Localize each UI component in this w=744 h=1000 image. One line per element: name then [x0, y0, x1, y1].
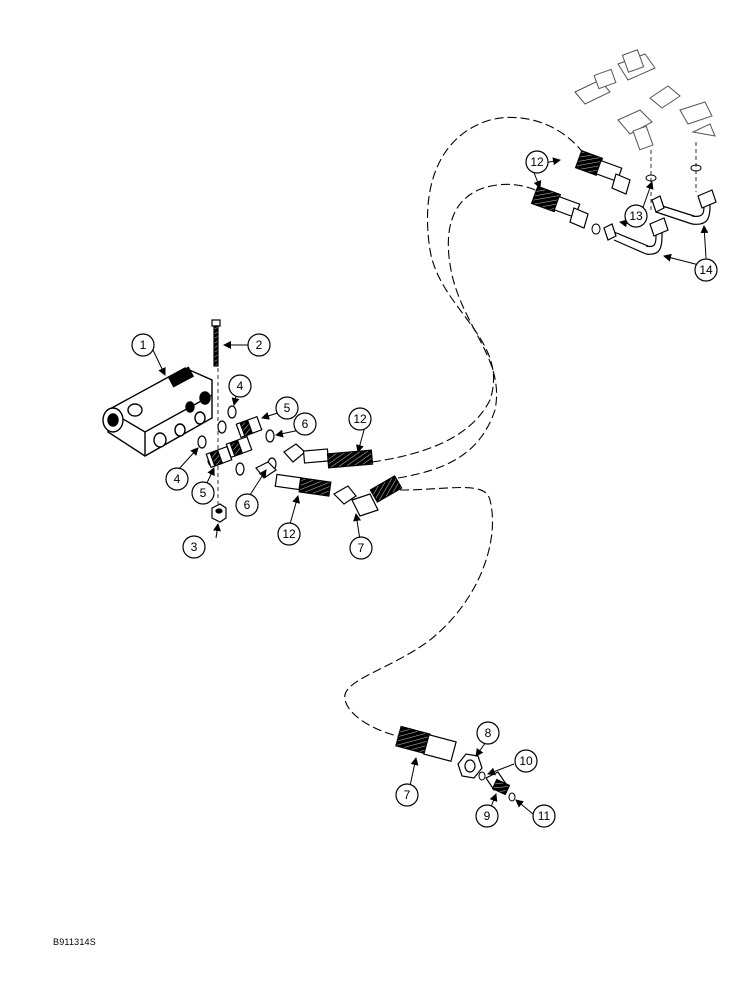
callout-label-12-top: 12: [530, 155, 544, 169]
callout-label-10: 10: [519, 754, 533, 768]
hose-end-top-lower: [530, 185, 589, 229]
callout-label-14: 14: [699, 263, 713, 277]
callout-label-7-bottom: 7: [404, 788, 411, 802]
hose-end-valve-lower: [255, 461, 332, 497]
callout-label-3: 3: [191, 540, 198, 554]
callout-4-upper: [228, 374, 252, 398]
callout-12-valve-lower: [277, 522, 301, 546]
callout-label-8: 8: [485, 726, 492, 740]
hose-paths: [344, 116, 589, 739]
callout-label-2: 2: [256, 338, 263, 352]
hose-path-lower: [344, 487, 494, 739]
callout-3: [182, 535, 206, 559]
o-rings-bottom: [478, 771, 516, 802]
hose-end-top-upper: [574, 150, 631, 195]
callout-label-11: 11: [538, 809, 551, 823]
callout-14: [694, 258, 718, 282]
callout-7-valve: [349, 536, 373, 560]
callout-labels: 1 2 4 5 6 12 4 5 6 3 12 7 12 13 14 8 10 …: [140, 155, 713, 823]
callout-label-4-upper: 4: [237, 379, 244, 393]
callout-label-1: 1: [140, 338, 147, 352]
connector-fitting: [485, 771, 511, 796]
figure-code: B911314S: [53, 937, 96, 947]
hose-end-valve-upper: [283, 443, 374, 469]
nut-fitting: [457, 753, 483, 779]
tube-elbows: [603, 189, 717, 255]
callout-6-lower: [235, 493, 259, 517]
callout-label-6-lower: 6: [244, 498, 251, 512]
hose-path-upper-inner: [397, 183, 546, 479]
callout-label-5-upper: 5: [284, 401, 291, 415]
callout-8: [476, 721, 500, 745]
adapters: [205, 415, 263, 469]
callout-bubbles: [131, 150, 718, 828]
callout-11: [532, 804, 556, 828]
callout-label-13: 13: [629, 209, 643, 223]
callout-label-7-valve: 7: [358, 541, 365, 555]
callout-label-9: 9: [484, 809, 491, 823]
callout-label-6-upper: 6: [302, 417, 309, 431]
callout-1: [131, 333, 155, 357]
callout-4-lower: [165, 467, 189, 491]
leader-lines: [151, 157, 709, 815]
callout-9: [475, 804, 499, 828]
control-valve: [102, 366, 213, 457]
hose-end-bottom: [395, 725, 457, 763]
callout-label-4-lower: 4: [174, 472, 181, 486]
callout-5-upper: [275, 396, 299, 420]
callout-13: [624, 204, 648, 228]
callout-12-top: [525, 150, 549, 174]
callout-5-lower: [191, 481, 215, 505]
bolt: [211, 319, 221, 367]
nut: [211, 503, 227, 523]
callout-12-valve-upper: [348, 407, 372, 431]
callout-label-5-lower: 5: [200, 486, 207, 500]
elbow-fitting-valve: [333, 475, 403, 517]
hose-path-upper: [371, 116, 589, 463]
callout-2: [247, 333, 271, 357]
callout-7-bottom: [395, 783, 419, 807]
tee-fittings-background: [574, 49, 716, 151]
callout-label-12-valve-upper: 12: [353, 412, 367, 426]
callout-6-upper: [293, 412, 317, 436]
callout-10: [514, 749, 538, 773]
callout-label-12-valve-lower: 12: [282, 527, 296, 541]
